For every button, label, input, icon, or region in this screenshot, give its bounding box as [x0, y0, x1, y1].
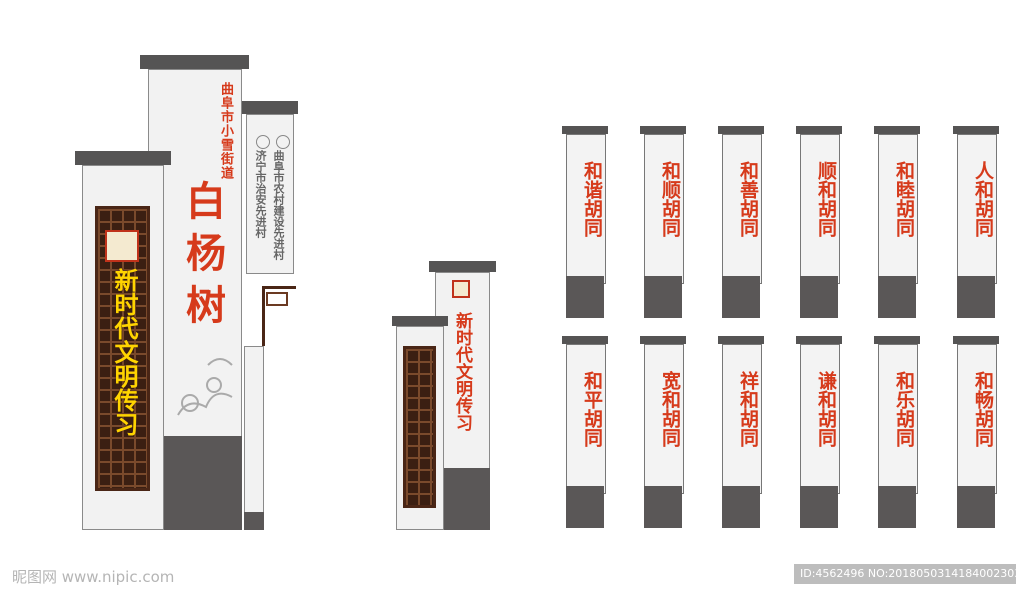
seal-stamp: [452, 280, 470, 298]
small-slogan: 新时代文明传习: [452, 312, 472, 431]
pole-label: 祥和胡同: [737, 371, 759, 447]
street-pole: 宽和胡同: [640, 336, 686, 532]
small-lattice: [403, 346, 436, 508]
street-pole: 和乐胡同: [874, 336, 920, 532]
lattice-corner: [262, 286, 296, 346]
left-slogan: 新时代文明传习: [110, 268, 138, 436]
emblem-icon: [276, 135, 290, 149]
pole-label: 顺和胡同: [815, 161, 837, 237]
street-pole: 谦和胡同: [796, 336, 842, 532]
honor-text: 曲阜市农村建设先进村: [272, 150, 285, 260]
small-tall-base: [435, 468, 490, 530]
street-pole: 和平胡同: [562, 336, 608, 532]
pole-label: 宽和胡同: [659, 371, 681, 447]
street-pole: 和善胡同: [718, 126, 764, 322]
right-column-cap: [242, 101, 298, 114]
watermark-id-bg: [794, 564, 1016, 584]
cloud-pattern: [177, 358, 233, 416]
lattice-corner-inner: [266, 292, 288, 306]
watermark-bar: 昵图网 www.nipic.com ID:4562496 NO:20180503…: [0, 562, 1024, 594]
small-short-cap: [392, 316, 448, 326]
street-pole: 和畅胡同: [953, 336, 999, 532]
seal-stamp: [105, 230, 139, 262]
honor-text-2: 济宁市治安先进村: [254, 150, 267, 238]
pole-label: 和畅胡同: [972, 371, 994, 447]
street-pole: 和顺胡同: [640, 126, 686, 322]
street-name: 曲阜市小雪街道: [218, 82, 233, 180]
pole-label: 和顺胡同: [659, 161, 681, 237]
street-pole: 顺和胡同: [796, 126, 842, 322]
pole-label: 谦和胡同: [815, 371, 837, 447]
pole-label: 人和胡同: [972, 161, 994, 237]
street-pole: 和谐胡同: [562, 126, 608, 322]
watermark-id: ID:4562496 NO:20180503141840023030: [800, 567, 1024, 580]
right-column-base: [244, 512, 264, 530]
village-name: 白杨树: [179, 180, 226, 336]
small-tall-cap: [429, 261, 496, 272]
pole-label: 和谐胡同: [581, 161, 603, 237]
watermark-site: 昵图网 www.nipic.com: [12, 568, 175, 586]
right-column-lower: [244, 346, 264, 516]
street-pole: 人和胡同: [953, 126, 999, 322]
pole-label: 和平胡同: [581, 371, 603, 447]
pole-label: 和乐胡同: [893, 371, 915, 447]
pole-label: 和睦胡同: [893, 161, 915, 237]
street-pole: 祥和胡同: [718, 336, 764, 532]
left-column-cap: [75, 151, 171, 165]
pole-label: 和善胡同: [737, 161, 759, 237]
middle-column-cap: [140, 55, 249, 69]
emblem-icon: [256, 135, 270, 149]
street-pole: 和睦胡同: [874, 126, 920, 322]
small-tall-panel: [435, 272, 490, 472]
